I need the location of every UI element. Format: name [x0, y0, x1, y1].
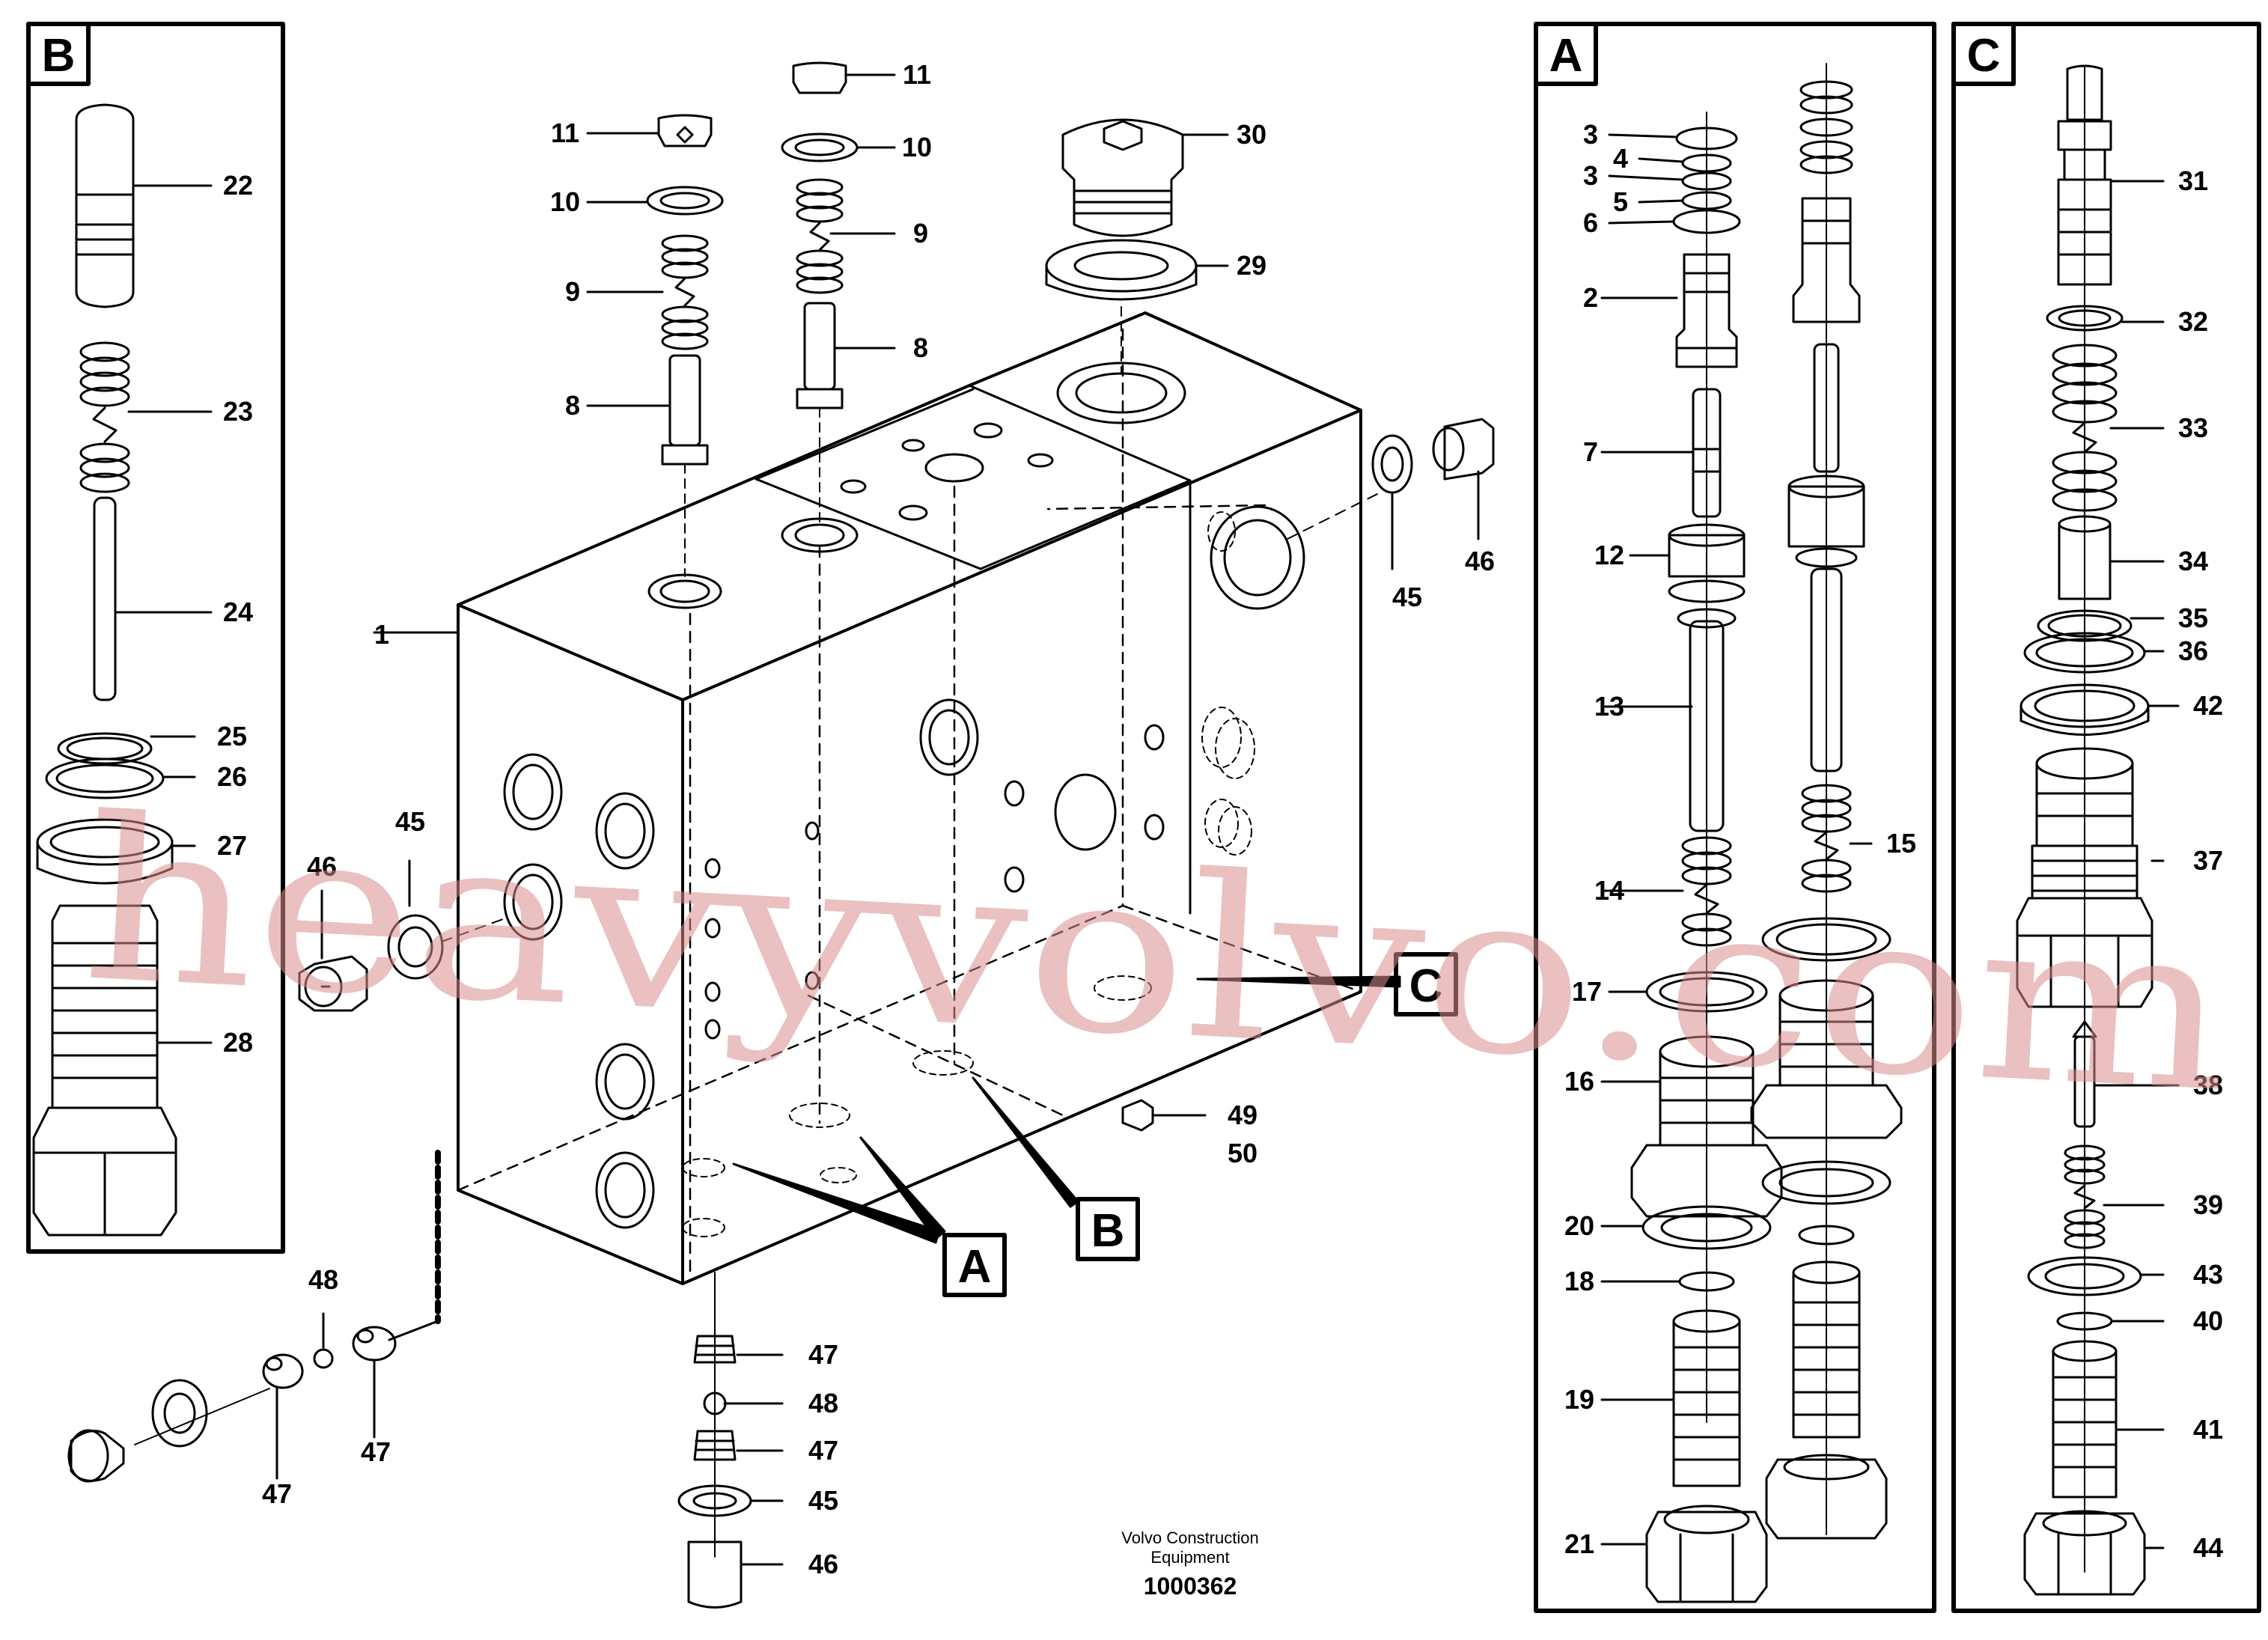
- callout-10-left: 10: [550, 186, 580, 217]
- inset-a-callout: 15: [1886, 828, 1916, 859]
- inset-c-callout: 36: [2178, 635, 2208, 666]
- inset-c-callout: 42: [2193, 690, 2223, 721]
- inset-a-callout: 3: [1583, 119, 1598, 150]
- right-top-stack: [781, 61, 896, 525]
- inset-a-callout: 21: [1564, 1528, 1594, 1559]
- document-number: 1000362: [1144, 1573, 1237, 1600]
- inset-b-callout: 27: [217, 830, 247, 861]
- inset-a-callout: 20: [1564, 1210, 1594, 1241]
- callout-10-right: 10: [902, 132, 932, 162]
- inset-a-callout: 5: [1613, 186, 1628, 217]
- left-top-stack: [586, 114, 724, 577]
- inset-a-callout: 3: [1583, 160, 1598, 191]
- callout-46-center: 46: [808, 1549, 838, 1579]
- valve-block: [457, 311, 1362, 1285]
- inset-a-callout: 2: [1583, 282, 1598, 313]
- inset-b-callout: 24: [223, 597, 253, 627]
- inset-b-callout: 22: [223, 170, 253, 201]
- inset-a-callout: 17: [1572, 976, 1602, 1007]
- inset-a-callout: 16: [1564, 1066, 1594, 1097]
- inset-c-callout: 33: [2178, 412, 2208, 443]
- footer: Volvo Construction Equipment 1000362: [1121, 1528, 1258, 1600]
- callout-48-center: 48: [808, 1388, 838, 1418]
- inset-c-callout: 43: [2193, 1259, 2223, 1290]
- bottom-center-stack: [677, 1272, 784, 1609]
- inset-c-callout: 32: [2178, 306, 2208, 337]
- section-marker-c: C: [1409, 960, 1443, 1012]
- callout-47-left-a: 47: [361, 1436, 391, 1467]
- section-marker-b: B: [1091, 1205, 1125, 1257]
- watermark: heavyvolvo.com: [77, 769, 2236, 1142]
- callout-49: 49: [1228, 1100, 1258, 1130]
- callout-47-center-a: 47: [808, 1339, 838, 1370]
- callout-30: 30: [1237, 119, 1266, 150]
- inset-a-callout: 7: [1583, 436, 1598, 467]
- inset-a-callout: 13: [1594, 691, 1624, 722]
- inset-a-panel: [1534, 22, 1936, 1613]
- inset-c-callout: 41: [2193, 1414, 2223, 1445]
- inset-titles: B A C: [42, 30, 2001, 82]
- inset-c-callout: 34: [2178, 546, 2208, 576]
- inset-a-callout: 12: [1594, 540, 1624, 570]
- callout-29: 29: [1237, 250, 1266, 281]
- inset-b-title: B: [42, 30, 76, 82]
- right-side-plug: [1287, 418, 1495, 570]
- section-marker-b-box: [1076, 1197, 1140, 1261]
- inset-c-callout: 39: [2193, 1189, 2223, 1220]
- fitting-49-50: [1121, 1099, 1207, 1132]
- inset-c-callout: 37: [2193, 845, 2223, 876]
- inset-a-callout: 4: [1613, 143, 1628, 174]
- callout-11-left: 11: [551, 118, 579, 148]
- inset-c-panel: [1951, 22, 2261, 1613]
- callout-8-right: 8: [913, 332, 928, 363]
- inset-a-callout: 14: [1594, 875, 1624, 906]
- section-marker-a: A: [958, 1241, 992, 1293]
- section-marker-a-box: [942, 1233, 1007, 1297]
- callout-46-left: 46: [307, 851, 337, 882]
- callout-47-center-b: 47: [808, 1435, 838, 1466]
- inset-c-callout: 31: [2178, 165, 2208, 196]
- footer-caption-line2: Equipment: [1150, 1548, 1229, 1567]
- inset-b-callout: 28: [223, 1027, 253, 1058]
- inset-a-callout: 19: [1564, 1384, 1594, 1415]
- callout-9-left: 9: [565, 276, 580, 307]
- main-callouts: 1 11 10 9 8 11 10 9 8 30 29 45 46 45 46 …: [262, 59, 1495, 1579]
- inset-b-callout: 25: [217, 721, 247, 752]
- section-leaders: [373, 631, 1401, 1244]
- callout-8-left: 8: [565, 390, 580, 421]
- callout-47-left-b: 47: [262, 1478, 292, 1509]
- inset-a-callout: 18: [1564, 1266, 1594, 1296]
- inset-c-callouts: 31 32 33 34 35 36 42 37 38 39 43 40 41 4…: [2178, 165, 2223, 1563]
- inset-b-callout: 23: [223, 396, 253, 427]
- callout-46-right: 46: [1465, 546, 1495, 576]
- inset-a-callouts: 3 4 3 5 6 2 7 12 13 14 15 17 16 20 18 19…: [1564, 119, 1916, 1559]
- inset-c-callout: 40: [2193, 1305, 2223, 1336]
- section-marker-c-box: [1394, 952, 1458, 1016]
- inset-b-callout: 26: [217, 761, 247, 792]
- callout-45-center: 45: [808, 1485, 838, 1516]
- callout-45-right: 45: [1392, 582, 1422, 612]
- bottom-left-chain: [67, 1150, 441, 1483]
- plug-30-seal-29: [1045, 118, 1229, 375]
- callout-50: 50: [1228, 1138, 1258, 1168]
- callout-48-left: 48: [308, 1264, 338, 1295]
- left-side-plug: [298, 859, 510, 1012]
- section-marker-labels: C B A: [958, 960, 1443, 1293]
- inset-c-callout: 44: [2193, 1532, 2223, 1563]
- callout-1: 1: [374, 619, 389, 650]
- footer-caption-line1: Volvo Construction: [1121, 1528, 1258, 1547]
- callout-9-right: 9: [913, 218, 928, 249]
- inset-c-callout: 38: [2193, 1070, 2223, 1100]
- inset-c-callout: 35: [2178, 603, 2208, 633]
- callout-45-left: 45: [395, 806, 425, 837]
- callout-11-right: 11: [903, 59, 931, 90]
- inset-a-callout: 6: [1583, 207, 1598, 238]
- inset-b-callouts: 22 23 24 25 26 27 28: [217, 170, 253, 1058]
- inset-c-title: C: [1967, 30, 2001, 82]
- inset-a-title: A: [1549, 30, 1583, 82]
- inset-b-panel: [26, 22, 285, 1254]
